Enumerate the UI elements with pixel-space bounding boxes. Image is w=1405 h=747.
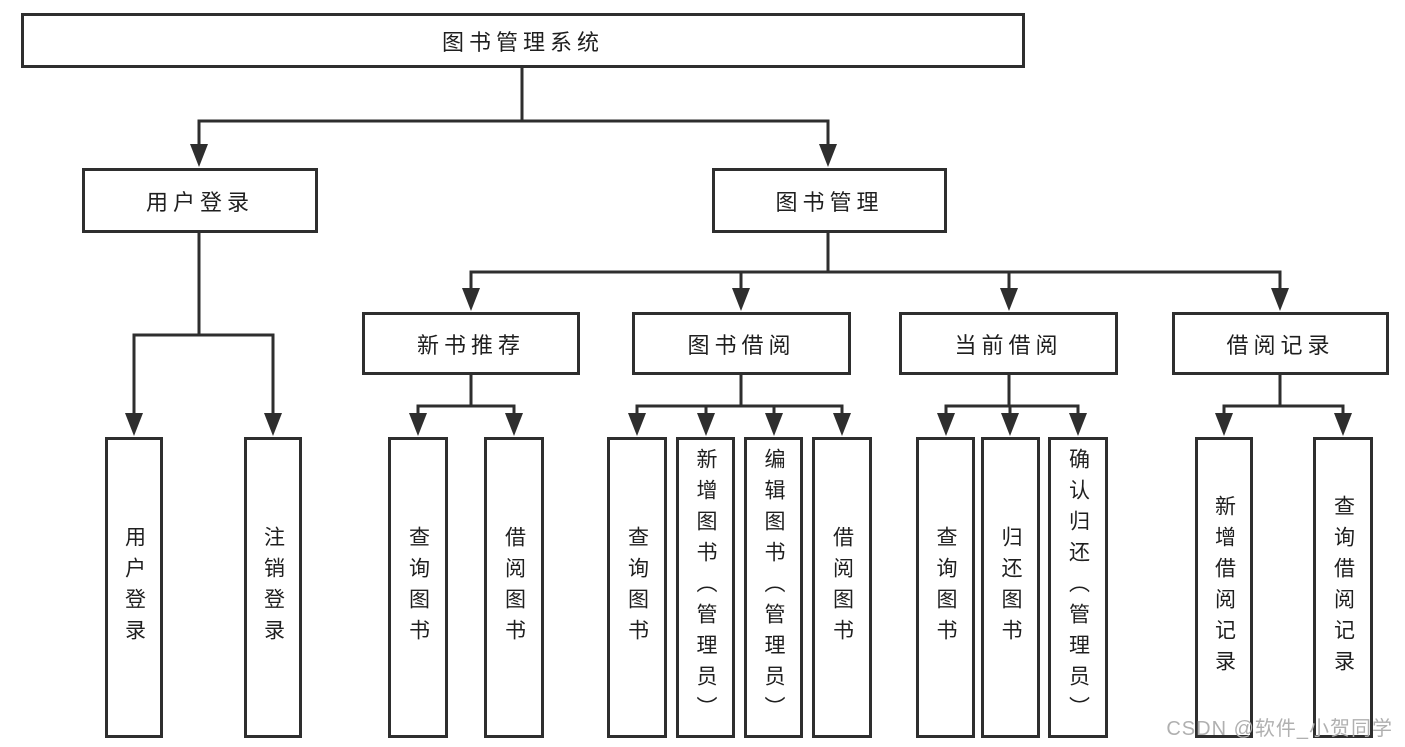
leaf-bb-edit-books: 编辑图书（管理员） [744, 437, 803, 738]
watermark: CSDN @软件_小贺同学 [1166, 718, 1393, 740]
node-book-mgmt: 图书管理 [712, 168, 947, 233]
leaf-bb-query-books: 查询图书 [607, 437, 667, 738]
leaf-logout: 注销登录 [244, 437, 302, 738]
leaf-nb-query-books: 查询图书 [388, 437, 448, 738]
connector-book-mgmt-to-level3 [462, 231, 1289, 311]
leaf-nb-borrow-books: 借阅图书 [484, 437, 544, 738]
leaf-user-login: 用户登录 [105, 437, 163, 738]
leaf-br-add-record: 新增借阅记录 [1195, 437, 1253, 738]
connector-book-borrow-to-leaves [628, 373, 851, 436]
leaf-bb-add-books: 新增图书（管理员） [676, 437, 735, 738]
leaf-cb-confirm-return: 确认归还（管理员） [1048, 437, 1108, 738]
node-book-borrow: 图书借阅 [632, 312, 851, 375]
connector-current-borrow-to-leaves [937, 373, 1087, 436]
leaf-br-query-record: 查询借阅记录 [1313, 437, 1373, 738]
node-root: 图书管理系统 [21, 13, 1025, 68]
node-borrow-record: 借阅记录 [1172, 312, 1389, 375]
leaf-bb-borrow-books: 借阅图书 [812, 437, 872, 738]
connector-borrow-record-to-leaves [1215, 373, 1352, 436]
connector-root-to-level2 [190, 66, 837, 167]
connector-user-login-to-leaves [125, 231, 282, 436]
node-current-borrow: 当前借阅 [899, 312, 1118, 375]
leaf-cb-query-books: 查询图书 [916, 437, 975, 738]
node-new-book-rec: 新书推荐 [362, 312, 580, 375]
node-user-login: 用户登录 [82, 168, 318, 233]
leaf-cb-return-books: 归还图书 [981, 437, 1040, 738]
connector-new-book-to-leaves [409, 373, 523, 436]
